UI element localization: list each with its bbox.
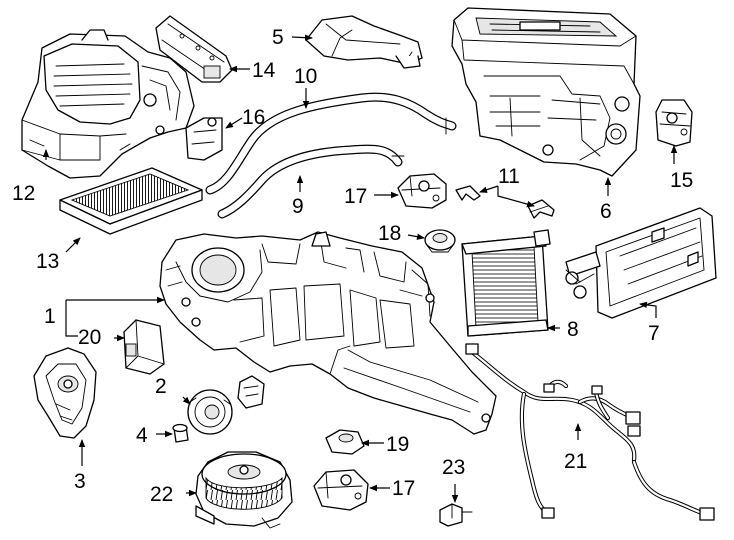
leader-lines (42, 34, 678, 503)
callout-18: 18 (378, 222, 401, 245)
part-15-actuator (655, 99, 693, 147)
callout-10: 10 (294, 65, 317, 88)
part-10-heater-hose (205, 92, 457, 195)
part-2-blower-motor-cap (187, 389, 233, 435)
part-17-actuator-upper (397, 173, 447, 209)
callout-21: 21 (564, 450, 587, 473)
callout-2: 2 (155, 375, 167, 398)
callout-20: 20 (78, 326, 101, 349)
callout-23: 23 (442, 456, 465, 479)
callout-16: 16 (242, 106, 265, 129)
part-14-actuator-bracket (155, 15, 233, 83)
part-21-wiring-harness (465, 343, 715, 521)
part-19-grommet (325, 429, 365, 455)
callout-7: 7 (648, 322, 660, 345)
part-16-actuator (185, 117, 223, 161)
part-8-heater-core (461, 229, 551, 337)
part-9-heater-hose (217, 144, 405, 219)
part-23-sensor (439, 503, 473, 527)
callout-8: 8 (567, 318, 579, 341)
callout-17-lower: 17 (392, 477, 415, 500)
part-7-evaporator (565, 207, 717, 319)
part-11-clips (455, 185, 555, 219)
callout-1: 1 (44, 305, 56, 328)
callout-9: 9 (292, 195, 304, 218)
part-18-grommet (424, 229, 456, 253)
part-22-blower-motor (195, 451, 293, 529)
callout-11: 11 (498, 165, 520, 188)
callout-5: 5 (272, 26, 284, 49)
part-5-air-duct (305, 15, 423, 69)
callout-6: 6 (600, 200, 612, 223)
part-12-air-inlet-housing (21, 29, 195, 179)
part-6-rear-hvac-module (451, 7, 641, 177)
callout-3: 3 (74, 470, 86, 493)
callout-12: 12 (12, 182, 35, 205)
part-1-hvac-case (159, 231, 497, 435)
callout-4: 4 (136, 424, 148, 447)
callout-17-upper: 17 (344, 185, 367, 208)
callout-22: 22 (150, 483, 173, 506)
callout-14: 14 (252, 59, 276, 82)
part-4-bushing (172, 423, 189, 443)
callout-15: 15 (670, 169, 693, 192)
part-17-actuator-lower (313, 469, 369, 511)
part-3-blower-scroll-housing (33, 347, 97, 439)
callout-19: 19 (386, 433, 409, 456)
callout-labels: 1 2 3 4 5 6 7 8 9 10 11 12 13 14 15 16 1… (12, 26, 693, 506)
part-20-blower-resistor (123, 319, 165, 375)
callout-13: 13 (36, 250, 59, 273)
part-13-cabin-filter (59, 167, 203, 235)
